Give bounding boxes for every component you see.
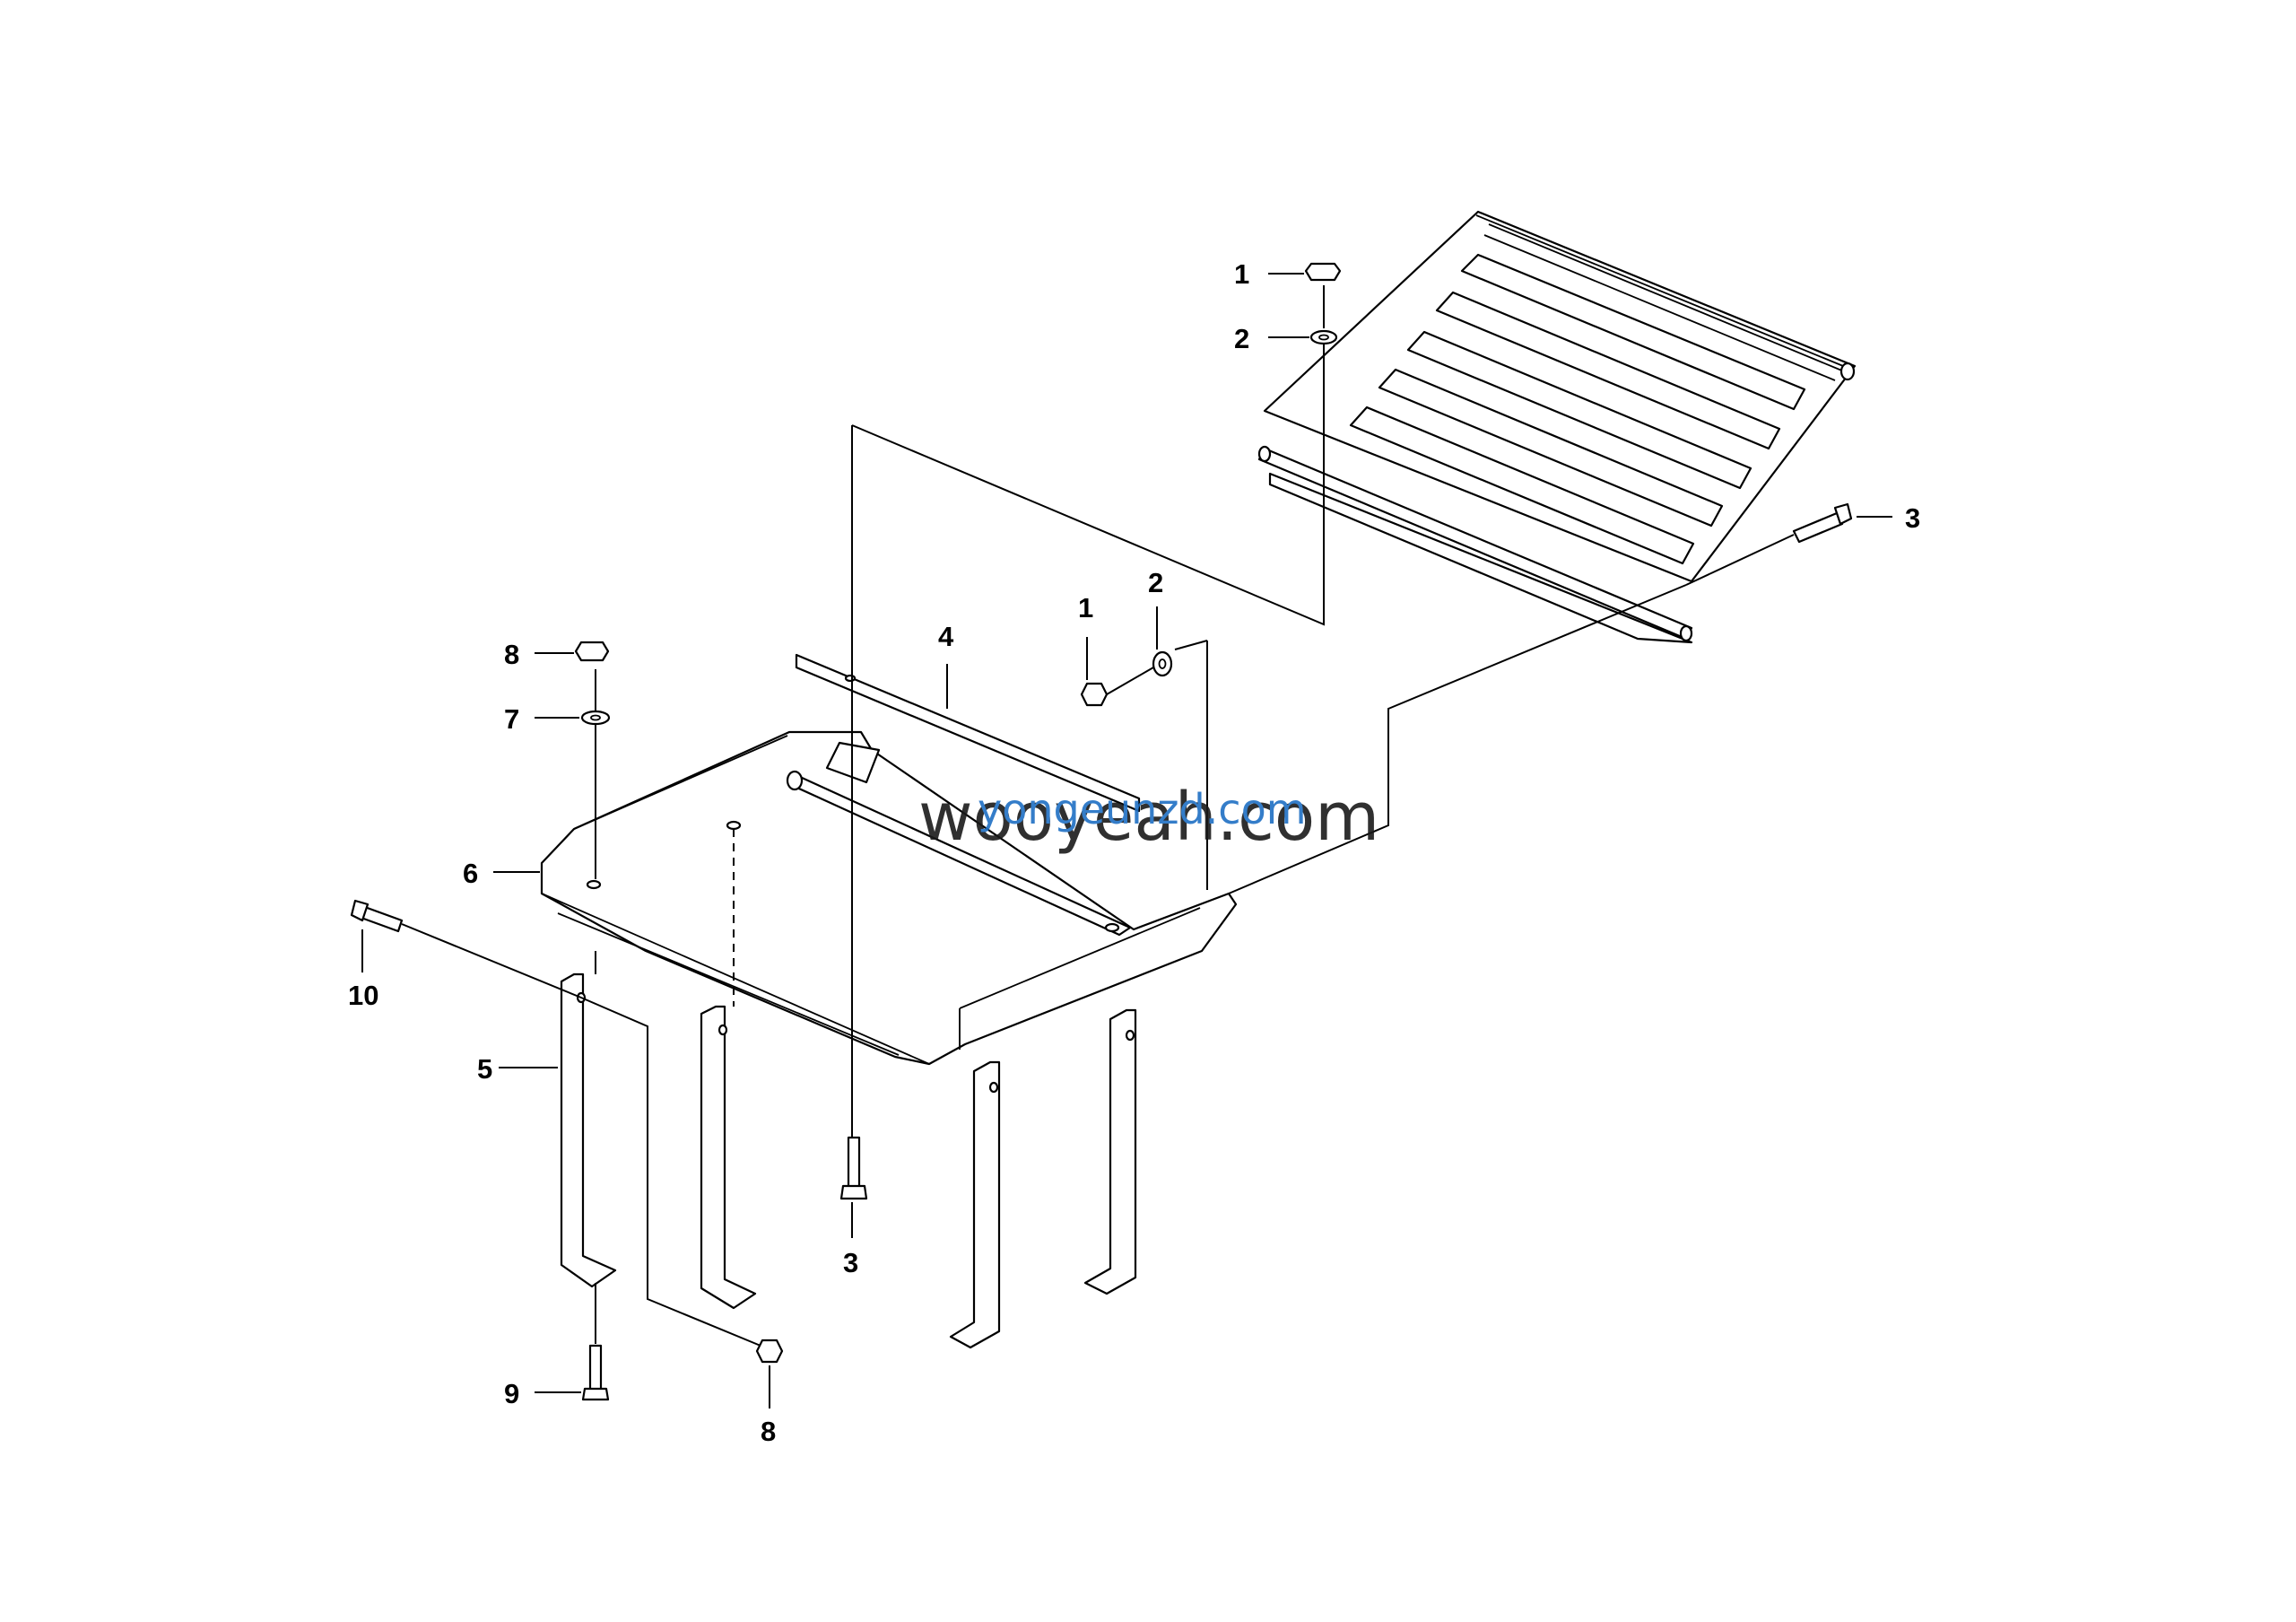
- support-bracket-1: [560, 972, 617, 1288]
- callout-labels: 1 2 3 1 2 4 8 7 6 10 5 3 9 8: [348, 258, 1920, 1447]
- hex-nut-bottom: [755, 1339, 784, 1364]
- callout-1-top: 1: [1234, 258, 1249, 290]
- louver-slots: [1349, 253, 1806, 565]
- callout-5: 5: [477, 1053, 492, 1085]
- hex-nut-left: [574, 641, 610, 662]
- callout-1-mid: 1: [1078, 592, 1093, 624]
- watermark: wooyeah.com yongeunzd.com: [918, 779, 1379, 856]
- watermark-primary: wooyeah.com: [918, 779, 1379, 856]
- callout-leaders: [361, 273, 1892, 1408]
- hex-nut-mid: [1080, 682, 1109, 707]
- callout-3-right: 3: [1905, 502, 1920, 534]
- callout-10: 10: [348, 980, 378, 1011]
- callout-6: 6: [463, 858, 478, 889]
- watermark-secondary: yongeunzd.com: [978, 785, 1307, 833]
- callout-7: 7: [504, 703, 519, 735]
- callout-2-top: 2: [1234, 323, 1249, 354]
- support-bracket-4: [1083, 1008, 1137, 1295]
- washer-top: [1309, 329, 1338, 345]
- callout-2-mid: 2: [1148, 567, 1163, 598]
- louvered-cover-panel: [1257, 210, 1857, 644]
- callout-4: 4: [938, 621, 954, 652]
- washer-mid: [1152, 650, 1173, 677]
- support-bracket-2: [700, 1005, 757, 1310]
- mounting-strip: [795, 653, 1141, 813]
- hex-nut-top: [1304, 262, 1342, 282]
- bolt-right: [1792, 502, 1853, 544]
- support-bracket-3: [949, 1060, 1001, 1349]
- callout-8-top: 8: [504, 639, 519, 670]
- bolt-lower-left: [581, 1344, 610, 1401]
- bolt-left: [350, 899, 404, 933]
- bolt-bottom: [839, 1136, 868, 1200]
- main-tray: [540, 730, 1238, 1066]
- callout-8-bottom: 8: [761, 1416, 776, 1447]
- callout-3-bottom: 3: [843, 1247, 858, 1278]
- callout-9: 9: [504, 1378, 519, 1409]
- washer-left: [580, 710, 611, 726]
- assembly-lines: [401, 285, 1795, 1347]
